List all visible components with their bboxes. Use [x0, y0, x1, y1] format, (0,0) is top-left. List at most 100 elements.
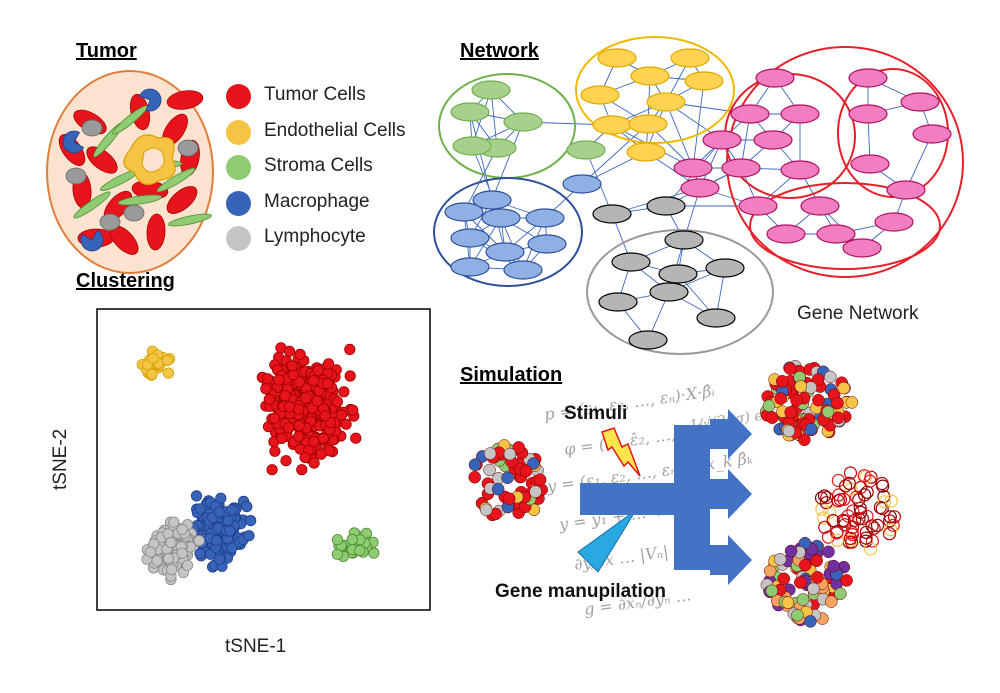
- scatter-point: [319, 410, 331, 422]
- stimuli-lightning-icon: [601, 427, 641, 477]
- scatter-point: [168, 516, 180, 528]
- simulated-cell: [845, 396, 859, 409]
- network-node: [780, 104, 820, 124]
- network-node: [592, 115, 632, 135]
- network-title: Network: [460, 40, 539, 62]
- simulated-cell: [776, 375, 789, 388]
- tumor-cell: [146, 213, 166, 251]
- stroma-cell: [112, 105, 148, 135]
- network-node: [485, 242, 525, 262]
- network-node: [848, 68, 888, 88]
- legend-label: Macrophage: [264, 190, 370, 212]
- network-node: [900, 92, 940, 112]
- network-node: [705, 258, 745, 278]
- simulated-cell: [762, 399, 776, 413]
- network-node: [766, 224, 806, 244]
- network-node: [503, 112, 543, 132]
- network-node: [598, 292, 638, 312]
- simulated-cell: [774, 553, 787, 566]
- scatter-point: [166, 564, 178, 576]
- network-node: [630, 66, 670, 86]
- scatter-point: [243, 530, 255, 542]
- scatter-point: [224, 525, 236, 537]
- network-node: [721, 158, 761, 178]
- simulated-cell: [854, 480, 868, 495]
- scatter-point: [283, 345, 296, 357]
- simulated-cell: [781, 596, 795, 609]
- scatter-point: [176, 547, 188, 559]
- scatter-point: [145, 546, 157, 558]
- simulated-cell: [483, 447, 497, 460]
- simulated-cell: [804, 423, 818, 436]
- legend-label: Stroma Cells: [264, 155, 373, 176]
- simulation-title: Simulation: [460, 364, 563, 386]
- simulated-cell: [837, 492, 851, 506]
- scatter-point: [210, 534, 222, 547]
- simulated-cell: [491, 482, 505, 496]
- network-node: [874, 212, 914, 232]
- stroma-cell: [168, 213, 212, 227]
- simulated-cell: [867, 521, 881, 535]
- simulated-cell: [468, 458, 482, 471]
- simulated-cell: [812, 393, 825, 407]
- simulated-cell: [831, 494, 845, 508]
- clustering-plot: [96, 308, 431, 611]
- network-node: [566, 140, 606, 160]
- simulation-panel: p = (ε₁, ε₂, …, εₙ)·X·β̂ᵢ φ = (ε̂₁, ε̂₂,…: [468, 360, 902, 628]
- network-node: [452, 136, 492, 156]
- lymphocyte-cell: [99, 213, 121, 231]
- scatter-point: [193, 534, 205, 547]
- simulated-cell: [468, 470, 481, 484]
- scatter-point: [347, 404, 359, 416]
- simulated-cell: [838, 479, 853, 493]
- scatter-point: [245, 514, 257, 527]
- network-node: [628, 330, 668, 350]
- scatter-point: [346, 533, 358, 546]
- network-node: [649, 282, 689, 302]
- scatter-point: [312, 364, 324, 376]
- gene-manipulation-needle-icon: [577, 509, 637, 573]
- simulated-cell: [794, 380, 808, 393]
- simulated-cell: [860, 509, 874, 523]
- network-node: [850, 154, 890, 174]
- network-node: [886, 180, 926, 200]
- macrophage-cell: [62, 130, 85, 154]
- network-node: [658, 264, 698, 284]
- simulated-cell: [799, 558, 812, 572]
- gray-module: [586, 229, 774, 355]
- simulated-cell: [857, 488, 872, 502]
- network-node: [753, 130, 793, 150]
- scatter-point: [293, 430, 305, 442]
- network-node: [525, 208, 565, 228]
- simulated-cell: [814, 491, 829, 505]
- scatter-point: [147, 352, 159, 364]
- simulated-cell: [796, 593, 810, 606]
- simulated-cell: [765, 584, 779, 598]
- network-node: [444, 202, 484, 222]
- network-node: [580, 85, 620, 105]
- scatter-point: [213, 506, 225, 518]
- legend-label: Lymphocyte: [264, 226, 366, 247]
- scatter-point: [280, 455, 292, 467]
- simulated-cell: [826, 513, 840, 528]
- simulated-cell: [823, 505, 837, 519]
- lymphocyte-cell: [65, 167, 87, 185]
- simulated-cell: [818, 520, 832, 534]
- simulated-cell: [875, 501, 889, 516]
- yellow-module: [575, 36, 735, 144]
- network-node: [912, 124, 952, 144]
- clustering-title: Clustering: [76, 270, 175, 292]
- simulated-cell: [527, 457, 540, 470]
- scatter-point: [307, 375, 320, 387]
- x-axis-label: tSNE-1: [225, 636, 286, 657]
- gene-network-caption: Gene Network: [797, 303, 919, 324]
- simulation-arrow: [580, 409, 752, 585]
- scatter-point: [215, 492, 227, 504]
- simulated-cell: [798, 433, 811, 447]
- simulated-cell: [837, 381, 850, 395]
- scatter-point: [165, 536, 177, 549]
- scatter-point: [294, 348, 306, 360]
- simulated-cell: [804, 615, 817, 628]
- lymphocyte-cell: [177, 139, 199, 157]
